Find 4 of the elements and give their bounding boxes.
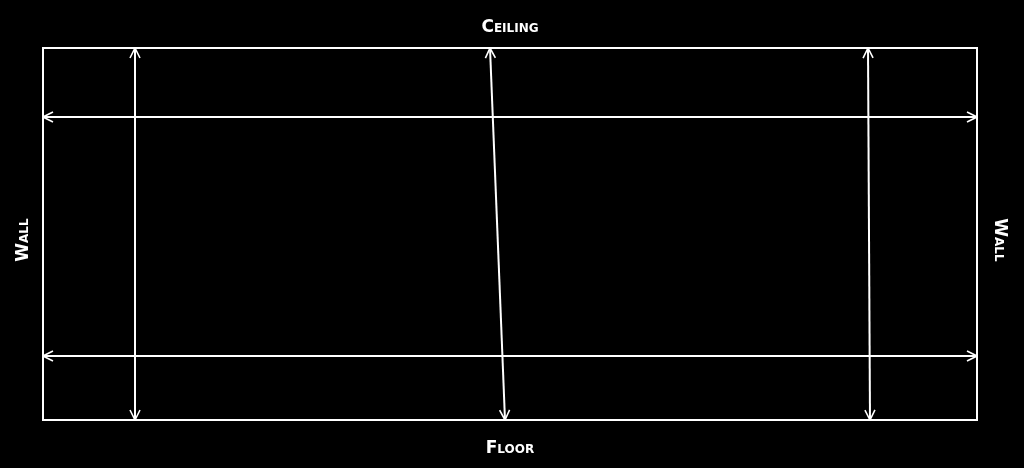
surface-label: Ceiling	[481, 17, 539, 35]
surface-label: Wall	[991, 218, 1009, 262]
surface-label: Floor	[485, 438, 535, 456]
surface-label: Wall	[13, 218, 31, 262]
